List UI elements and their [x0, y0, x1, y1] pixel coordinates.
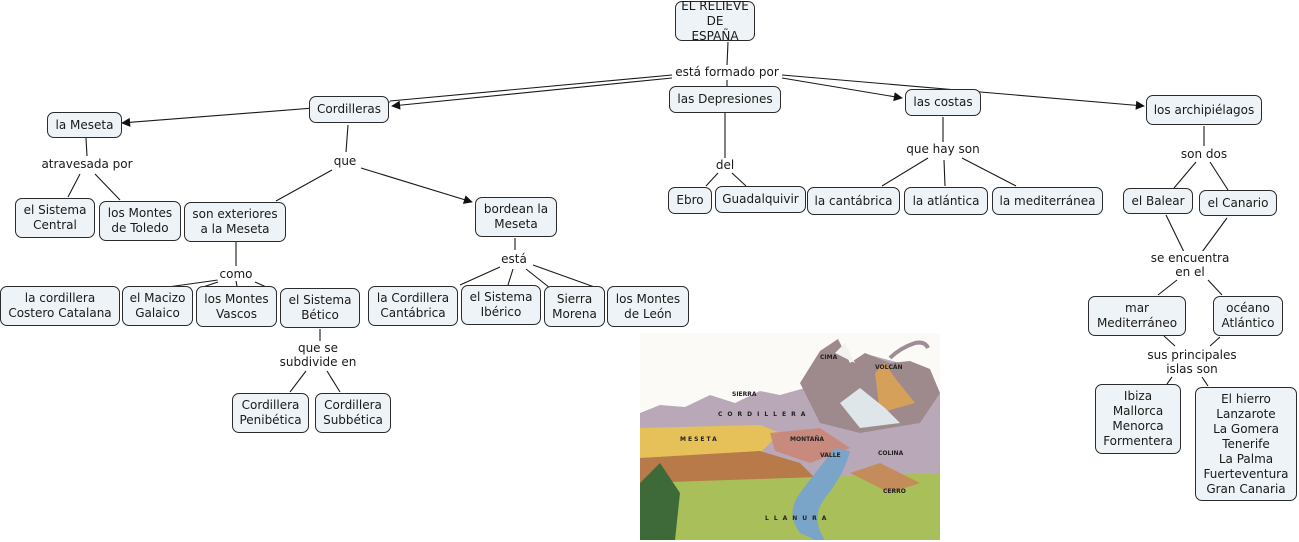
link-line [731, 172, 747, 187]
concept-montes-vascos[interactable]: los Montes Vascos [196, 286, 277, 327]
link-line [1209, 336, 1221, 347]
link-line [705, 172, 719, 187]
linking-phrase: que se subdivide en [277, 341, 359, 369]
concept-costero-catalana[interactable]: la cordillera Costero Catalana [0, 286, 120, 326]
concept-sistema-central[interactable]: el Sistema Central [15, 198, 95, 238]
link-line [389, 74, 673, 102]
illustration-label-sierra: SIERRA [732, 391, 757, 398]
concept-balear[interactable]: el Balear [1123, 188, 1193, 214]
concept-sistema-iberico[interactable]: el Sistema Ibérico [461, 285, 541, 325]
concept-mediterranea[interactable]: la mediterránea [992, 187, 1103, 215]
illustration-label-cerro: CERRO [883, 488, 906, 495]
link-line [1157, 279, 1178, 296]
concept-exteriores[interactable]: son exteriores a la Meseta [184, 202, 286, 242]
linking-phrase: atravesada por [39, 157, 135, 171]
link-line [1165, 214, 1185, 253]
link-line [1166, 376, 1173, 385]
concept-penibetica[interactable]: Cordillera Penibética [232, 393, 309, 433]
link-line [961, 157, 1017, 187]
linking-phrase: sus principales islas son [1145, 348, 1239, 376]
linking-phrase: está formado por [673, 65, 781, 79]
illustration-label-cordillera: CORDILLERA [718, 411, 810, 418]
link-line [1207, 279, 1223, 296]
link-line [881, 157, 929, 187]
concept-cantabrica[interactable]: la cantábrica [807, 187, 900, 215]
link-line [1163, 335, 1176, 347]
link-line [459, 266, 501, 286]
concept-oceano-atlantico[interactable]: océano Atlántico [1213, 296, 1283, 336]
link-line [345, 124, 349, 153]
linking-phrase: del [713, 158, 737, 172]
link-line [391, 77, 673, 110]
concept-guadalquivir[interactable]: Guadalquivir [715, 186, 806, 213]
link-line [1201, 376, 1209, 387]
concept-mar-mediterraneo[interactable]: mar Mediterráneo [1088, 296, 1186, 336]
link-line [532, 264, 601, 290]
illustration-label-montana: MONTAÑA [790, 436, 824, 443]
link-line [289, 370, 307, 393]
link-line [326, 370, 341, 393]
link-line [726, 41, 729, 66]
concept-sierra-morena[interactable]: Sierra Morena [544, 286, 605, 327]
link-line [94, 173, 121, 201]
linking-phrase: son dos [1178, 147, 1230, 161]
concept-bordean[interactable]: bordean la Meseta [475, 197, 557, 237]
concept-sistema-betico[interactable]: el Sistema Bético [280, 288, 360, 328]
link-line [507, 268, 514, 286]
illustration-label-valle: VALLE [820, 452, 841, 459]
concept-costas[interactable]: las costas [905, 89, 981, 116]
concept-archipielagos[interactable]: los archipiélagos [1146, 95, 1262, 125]
illustration-label-cima: CIMA [820, 354, 838, 361]
concept-root[interactable]: EL RELIEVE DE ESPAÑA [675, 0, 755, 43]
concept-montes-toledo[interactable]: los Montes de Toledo [99, 201, 181, 241]
concept-atlantica[interactable]: la atlántica [904, 187, 988, 215]
link-line [235, 280, 238, 287]
link-line [1209, 161, 1229, 191]
concept-macizo-galaico[interactable]: el Macizo Galaico [122, 286, 193, 326]
concept-meseta[interactable]: la Meseta [47, 112, 122, 138]
illustration-label-volcan: VOLCÁN [875, 364, 903, 371]
relief-illustration: CIMA VOLCÁN SIERRA CORDILLERA MESETA MON… [640, 333, 940, 540]
link-line [943, 159, 946, 187]
link-line [525, 268, 551, 289]
concept-cordillera-cantabrica[interactable]: la Cordillera Cantábrica [368, 286, 458, 326]
link-line [85, 137, 88, 157]
linking-phrase: que hay son [904, 142, 982, 156]
linking-phrase: está [499, 252, 529, 266]
linking-phrase: se encuentra en el [1148, 251, 1232, 279]
illustration-label-colina: COLINA [878, 450, 904, 457]
linking-phrase: como [217, 267, 255, 281]
concept-canario[interactable]: el Canario [1199, 190, 1277, 216]
link-line [167, 279, 219, 288]
concept-subbetica[interactable]: Cordillera Subbética [315, 393, 391, 433]
illustration-label-meseta: MESETA [680, 436, 719, 443]
link-line [781, 77, 903, 102]
link-line [1201, 217, 1228, 253]
link-line [67, 173, 81, 198]
concept-depresiones[interactable]: las Depresiones [669, 86, 781, 113]
concept-islas-canarias[interactable]: El hierro Lanzarote La Gomera Tenerife L… [1195, 387, 1297, 501]
illustration-label-llanura: LLANURA [765, 515, 831, 522]
concept-ebro[interactable]: Ebro [668, 187, 712, 214]
concept-montes-leon[interactable]: los Montes de León [607, 286, 689, 327]
linking-phrase: que [331, 154, 359, 168]
link-line [275, 169, 333, 202]
link-line [1173, 161, 1197, 189]
link-line [360, 167, 473, 204]
concept-islas-baleares[interactable]: Ibiza Mallorca Menorca Formentera [1095, 384, 1181, 454]
concept-cordilleras[interactable]: Cordilleras [309, 96, 389, 123]
